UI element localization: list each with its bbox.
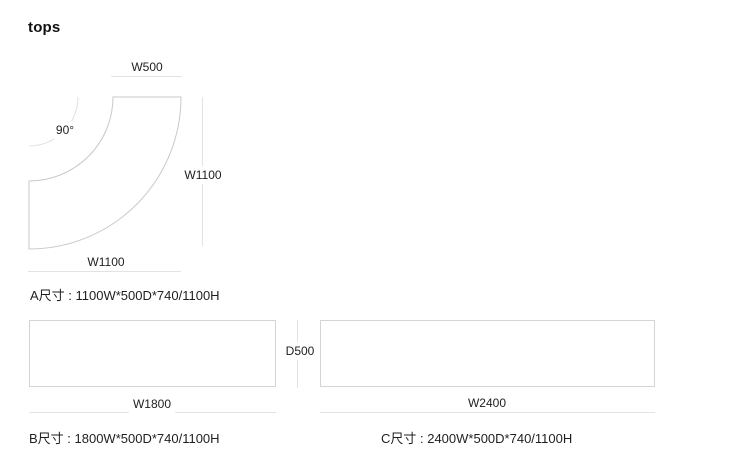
page-title: tops (28, 19, 61, 36)
curved-top-shape (28, 96, 182, 250)
dim-label-w500: W500 (127, 58, 167, 76)
dim-label-w1800: W1800 (128, 395, 176, 413)
dim-line-w500 (111, 76, 182, 77)
caption-size-c: C尺寸 : 2400W*500D*740/1100H (381, 431, 573, 446)
angle-label: 90° (51, 121, 79, 139)
caption-size-a: A尺寸 : 1100W*500D*740/1100H (30, 288, 220, 303)
caption-size-b: B尺寸 : 1800W*500D*740/1100H (29, 431, 220, 446)
dim-label-w1100-bottom: W1100 (83, 253, 129, 271)
dim-label-w2400: W2400 (463, 394, 511, 412)
rect-top-c (320, 320, 655, 387)
dim-label-d500: D500 (281, 342, 319, 360)
rect-top-b (29, 320, 276, 387)
dim-line-w1100-bottom (28, 271, 181, 272)
dim-line-w2400 (320, 412, 655, 413)
dim-label-w1100-right: W1100 (180, 166, 226, 184)
